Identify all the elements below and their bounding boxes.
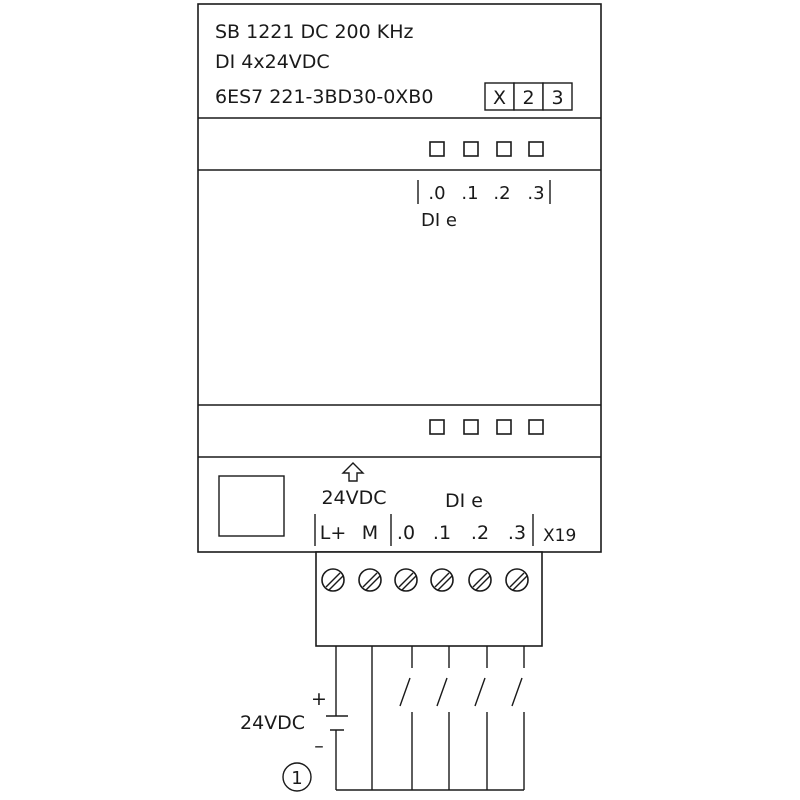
screw-terminal-3: [505, 568, 529, 592]
wire-input-3: [511, 646, 525, 790]
version-box-label-2: 2: [522, 87, 534, 109]
terminal-connector: [315, 551, 543, 647]
wire-input-0: [399, 646, 413, 790]
version-boxes: X 2 3: [484, 82, 573, 111]
led-indicator: [528, 141, 544, 157]
terminal-label-1: .1: [433, 522, 451, 544]
terminal-label-m: M: [362, 522, 378, 544]
wire-input-1: [436, 646, 450, 790]
led-indicator: [463, 141, 479, 157]
connector-housing: [315, 551, 543, 647]
terminal-label-0: .0: [397, 522, 415, 544]
order-number: 6ES7 221-3BD30-0XB0: [215, 86, 433, 108]
bottom-led-row: [429, 419, 544, 435]
version-box-2: [513, 82, 544, 111]
terminal-label-3: .3: [508, 522, 526, 544]
channel-bracket: [417, 180, 551, 204]
external-wiring: [326, 646, 525, 791]
terminal-input-group-label: DI e: [445, 490, 483, 512]
version-box-1: [484, 82, 515, 111]
supply-plus-sign: +: [311, 688, 327, 710]
screw-terminal-2: [468, 568, 492, 592]
up-arrow-icon: [341, 462, 365, 482]
status-window: [218, 475, 285, 537]
module-subtitle: DI 4x24VDC: [215, 51, 330, 73]
led-indicator: [496, 141, 512, 157]
wire-input-2: [474, 646, 488, 790]
input-group-label: DI e: [421, 210, 457, 231]
supply-minus-sign: –: [314, 735, 324, 757]
screw-terminal-m: [358, 568, 382, 592]
channel-label-3: .3: [527, 183, 544, 204]
led-indicator: [496, 419, 512, 435]
screw-terminal-0: [394, 568, 418, 592]
callout-number: 1: [291, 768, 302, 789]
connector-id-label: X19: [543, 526, 576, 546]
version-box-label-1: X: [493, 87, 506, 109]
channel-label-2: .2: [493, 183, 510, 204]
version-box-3: [542, 82, 573, 111]
callout-circle: [282, 762, 312, 792]
top-led-row: [429, 141, 544, 157]
channel-label-0: .0: [428, 183, 445, 204]
supply-voltage-label: 24VDC: [321, 487, 386, 509]
led-indicator: [429, 419, 445, 435]
version-box-label-3: 3: [551, 87, 563, 109]
module-title: SB 1221 DC 200 KHz: [215, 21, 414, 43]
led-indicator: [528, 419, 544, 435]
wire-lplus: [326, 646, 348, 790]
screw-terminal-lplus: [321, 568, 345, 592]
external-supply-label: 24VDC: [240, 712, 305, 734]
led-indicator: [429, 141, 445, 157]
led-indicator: [463, 419, 479, 435]
screw-terminal-1: [430, 568, 454, 592]
terminal-label-lplus: L+: [320, 522, 347, 544]
channel-label-1: .1: [461, 183, 478, 204]
terminal-strip-bracket: [314, 514, 534, 546]
terminal-label-2: .2: [471, 522, 489, 544]
